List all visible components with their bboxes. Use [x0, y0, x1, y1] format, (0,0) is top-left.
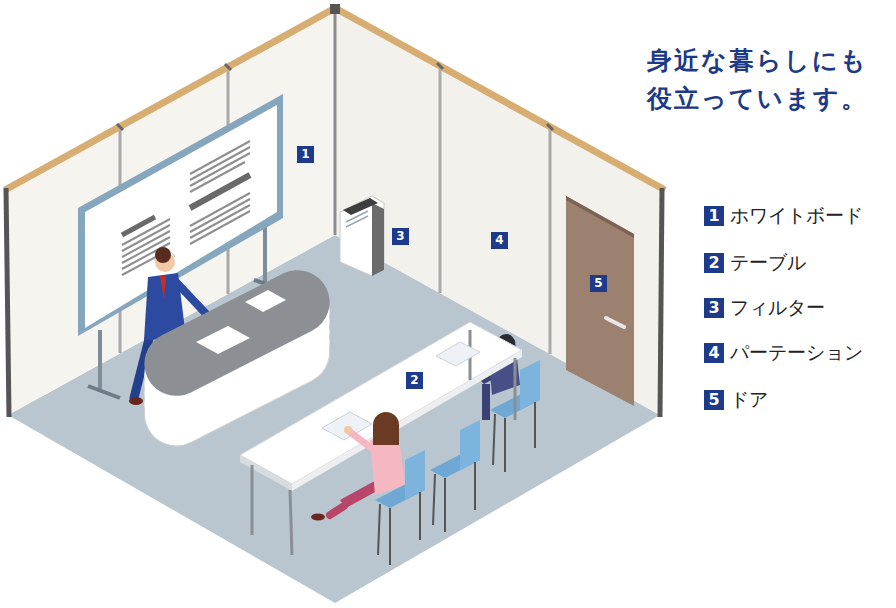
air-filter — [372, 203, 384, 276]
chair — [433, 474, 435, 525]
legend-text: パーテーション — [730, 340, 863, 366]
partition-wall — [439, 66, 442, 293]
whiteboard — [122, 217, 155, 235]
callout-number: 3 — [704, 298, 724, 318]
door — [606, 318, 624, 327]
woman-seated — [373, 425, 399, 445]
callout-number: 2 — [704, 253, 724, 273]
partition-wall — [225, 64, 231, 70]
partition-wall — [330, 4, 340, 14]
heading: 身近な暮らしにも 役立っています。 — [612, 42, 868, 117]
legend-text: ホワイトボード — [730, 203, 863, 229]
callout-number: 3 — [392, 228, 409, 245]
whiteboard — [190, 175, 250, 208]
presentation-table — [196, 326, 250, 354]
air-filter — [340, 196, 384, 276]
chair — [378, 504, 380, 555]
door — [566, 196, 634, 406]
callout-number: 5 — [590, 275, 607, 292]
woman-seated — [330, 506, 344, 515]
long-table — [252, 330, 515, 555]
legend-text: フィルター — [730, 295, 825, 321]
presenter — [160, 276, 166, 300]
legend-row: 4 パーテーション — [704, 340, 863, 366]
long-table — [240, 455, 292, 491]
chair — [474, 462, 476, 510]
whiteboard — [190, 162, 245, 192]
long-table — [251, 465, 254, 535]
woman-seated — [344, 426, 352, 434]
legend-row: 5 ドア — [704, 387, 768, 413]
door — [566, 196, 634, 406]
woman-seated — [311, 514, 325, 521]
legend-text: ドア — [730, 387, 768, 413]
air-filter — [346, 216, 368, 227]
long-table — [240, 322, 522, 555]
partition-wall — [117, 124, 123, 130]
air-filter — [343, 198, 378, 215]
partition-wall — [547, 124, 553, 130]
callout-number: 5 — [704, 390, 724, 410]
legend-text: テーブル — [730, 250, 806, 276]
legend-row: 2 テーブル — [704, 250, 806, 276]
chair — [430, 420, 480, 532]
chair — [389, 508, 391, 565]
woman-seated — [350, 432, 374, 450]
callout-number: 4 — [704, 343, 724, 363]
callout-number: 1 — [704, 206, 724, 226]
long-table — [514, 358, 517, 420]
whiteboard — [88, 386, 120, 398]
chair — [460, 420, 480, 470]
presenter — [155, 247, 171, 263]
man-seated — [482, 384, 490, 420]
chair — [520, 360, 540, 410]
chair — [419, 492, 421, 540]
long-table — [322, 412, 372, 440]
partition-wall — [549, 127, 552, 354]
door — [566, 196, 634, 238]
legend-row: 3 フィルター — [704, 295, 825, 321]
chair — [504, 418, 506, 472]
whiteboard — [190, 211, 250, 244]
presentation-table — [245, 290, 286, 312]
long-table — [436, 342, 480, 366]
presenter — [176, 282, 210, 318]
callout-number: 1 — [297, 146, 314, 163]
presentation-table — [133, 259, 340, 407]
partition-wall — [5, 8, 665, 190]
partition-wall — [437, 63, 443, 69]
presenter — [129, 397, 143, 405]
air-filter — [346, 211, 368, 222]
whiteboard — [122, 237, 170, 263]
partition-wall — [6, 188, 9, 417]
chair — [405, 450, 425, 500]
partition-wall — [5, 4, 665, 417]
chair — [444, 478, 446, 532]
legend-row: 1 ホワイトボード — [704, 203, 863, 229]
callout-number: 4 — [491, 232, 508, 249]
partition-wall — [660, 188, 662, 417]
callout-number: 2 — [406, 372, 423, 389]
whiteboard — [122, 141, 250, 275]
presentation-table — [133, 259, 340, 407]
long-table — [290, 490, 292, 555]
air-filter — [340, 196, 384, 276]
partition-wall — [334, 8, 337, 235]
whiteboard — [190, 205, 250, 238]
whiteboard — [98, 330, 102, 392]
chair — [493, 414, 495, 465]
chair — [375, 450, 425, 565]
chair — [534, 402, 536, 448]
